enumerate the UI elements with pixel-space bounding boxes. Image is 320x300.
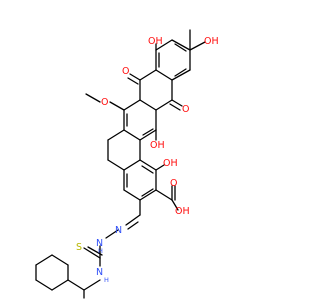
molecule-structure-diagram: OH OH O O O OH OH O OH N N H S N H bbox=[0, 0, 300, 300]
atom-oh-lower: OH bbox=[163, 158, 178, 169]
atom-labels: OH OH O O O OH OH O OH N N H S N H bbox=[76, 36, 219, 284]
atom-n-imine: N bbox=[115, 225, 122, 236]
atom-n-amide: N bbox=[96, 267, 103, 278]
atom-o-carbonyl-acid: O bbox=[170, 178, 177, 189]
atom-o-methoxy: O bbox=[101, 97, 108, 108]
atom-oh-top-right: OH bbox=[204, 36, 219, 47]
atom-h-amide: H bbox=[104, 276, 109, 284]
atom-o-ketone-top: O bbox=[122, 66, 129, 77]
atom-oh-acid: OH bbox=[175, 206, 190, 217]
bond-skeleton bbox=[35, 29, 206, 299]
atom-oh-middle: OH bbox=[150, 140, 165, 151]
atom-oh-top-left: OH bbox=[148, 36, 163, 47]
canvas-background bbox=[0, 0, 300, 300]
atom-n-hydrazine: N bbox=[96, 238, 103, 249]
atom-s-thione: S bbox=[76, 242, 82, 253]
atom-h-hydrazine: H bbox=[98, 247, 103, 255]
atom-o-ketone-right: O bbox=[182, 104, 189, 115]
